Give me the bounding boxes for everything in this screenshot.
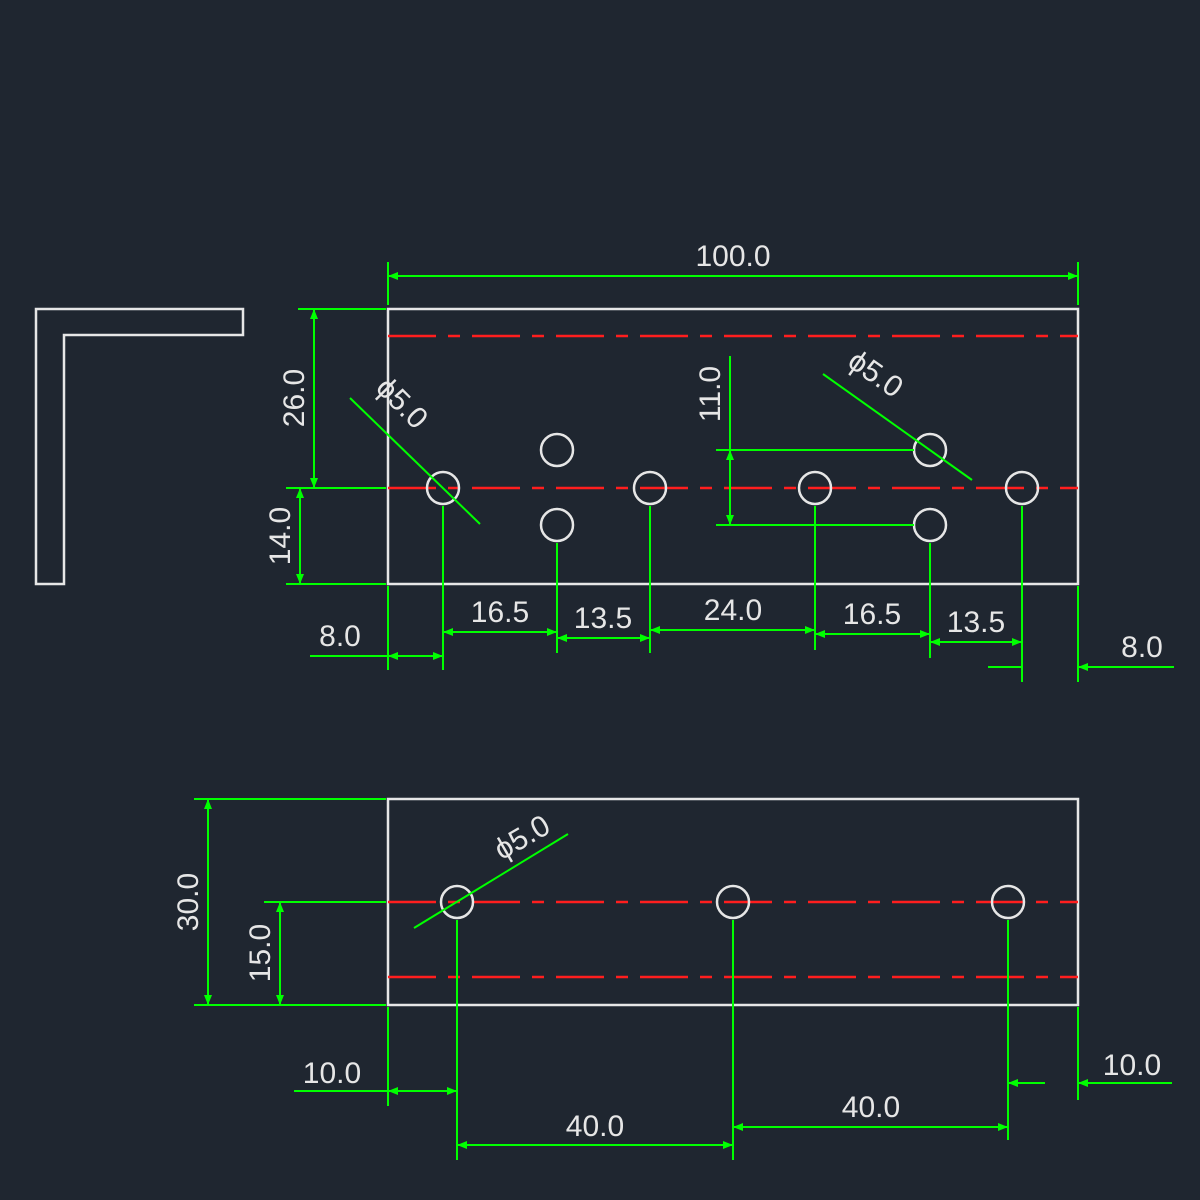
dim-text-spacing: 10.0: [1103, 1049, 1161, 1082]
hole: [715, 884, 751, 920]
dim-text-hole-offset: 11.0: [694, 366, 727, 422]
dim-text-height: 30.0: [172, 873, 205, 931]
dim-text-spacing: 16.5: [843, 598, 901, 631]
top-plate-outline: [386, 307, 1080, 586]
dim-text-height-lower: 14.0: [264, 507, 297, 565]
dim-line: [822, 373, 973, 481]
dim-text-spacing: 13.5: [947, 606, 1005, 639]
dim-text-width: 100.0: [695, 240, 770, 273]
dim-text-height-upper: 26.0: [278, 369, 311, 427]
hole: [539, 507, 575, 543]
hole: [1004, 470, 1040, 506]
dim-text-spacing: 10.0: [303, 1057, 361, 1090]
hole: [539, 432, 575, 468]
dim-text-diameter: ϕ5.0: [489, 809, 556, 867]
dim-text-spacing: 16.5: [471, 596, 529, 629]
hole: [990, 884, 1026, 920]
hole: [632, 470, 668, 506]
dim-text-spacing: 24.0: [704, 594, 762, 627]
dim-text-spacing: 40.0: [566, 1110, 624, 1143]
hole: [425, 470, 461, 506]
dim-text-spacing: 40.0: [842, 1091, 900, 1124]
hole: [439, 884, 475, 920]
dim-text-spacing: 8.0: [319, 620, 361, 653]
dim-text-spacing: 13.5: [574, 602, 632, 635]
dim-text-hole-height: 15.0: [244, 924, 277, 982]
hole: [912, 507, 948, 543]
dim-text-spacing: 8.0: [1121, 631, 1163, 664]
angle-profile: [34, 307, 245, 586]
top-view: 100.0 26.0 14.0 11.0 ϕ5.0 ϕ5.0 8.0: [264, 240, 1174, 682]
dim-line: [413, 833, 569, 929]
hole: [797, 470, 833, 506]
bottom-view: ϕ5.0 30.0 15.0 10.0 40.0 40.0 10.0: [172, 797, 1172, 1160]
dim-line: [349, 397, 481, 525]
